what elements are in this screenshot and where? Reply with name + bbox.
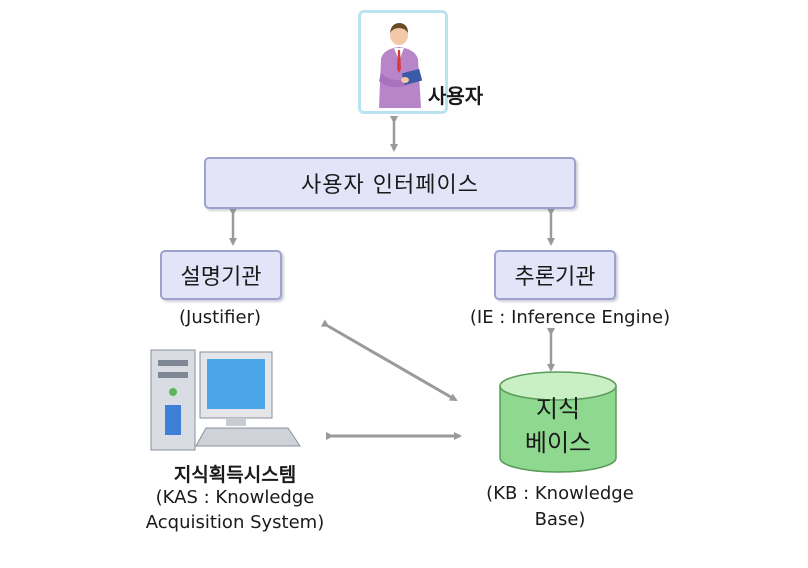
kas-label: 지식획득시스템 [173, 464, 297, 486]
arrow-explanation-kb [320, 319, 458, 402]
kb-subtitle-line1: (KB : Knowledge [486, 483, 634, 504]
explanation-subtitle: (Justifier) [178, 307, 261, 328]
inference-subtitle: (IE : Inference Engine) [469, 307, 671, 328]
kas-subtitle-line2: Acquisition System) [145, 512, 325, 533]
computer-icon [150, 349, 301, 451]
explanation-box: 설명기관 [160, 250, 282, 300]
user-person-icon [379, 23, 423, 108]
user-frame [358, 10, 448, 114]
kb-label-line2: 베이스 [524, 429, 592, 457]
knowledge-base-cylinder [499, 371, 617, 473]
user-label: 사용자 [428, 84, 484, 108]
knowledge-base-label: 지식 베이스 [496, 392, 620, 460]
kb-label-line1: 지식 [535, 395, 581, 423]
kb-subtitle-line2: Base) [534, 509, 586, 530]
inference-box: 추론기관 [494, 250, 616, 300]
user-interface-box: 사용자 인터페이스 [204, 157, 576, 209]
kas-subtitle-line1: (KAS : Knowledge [155, 487, 315, 508]
